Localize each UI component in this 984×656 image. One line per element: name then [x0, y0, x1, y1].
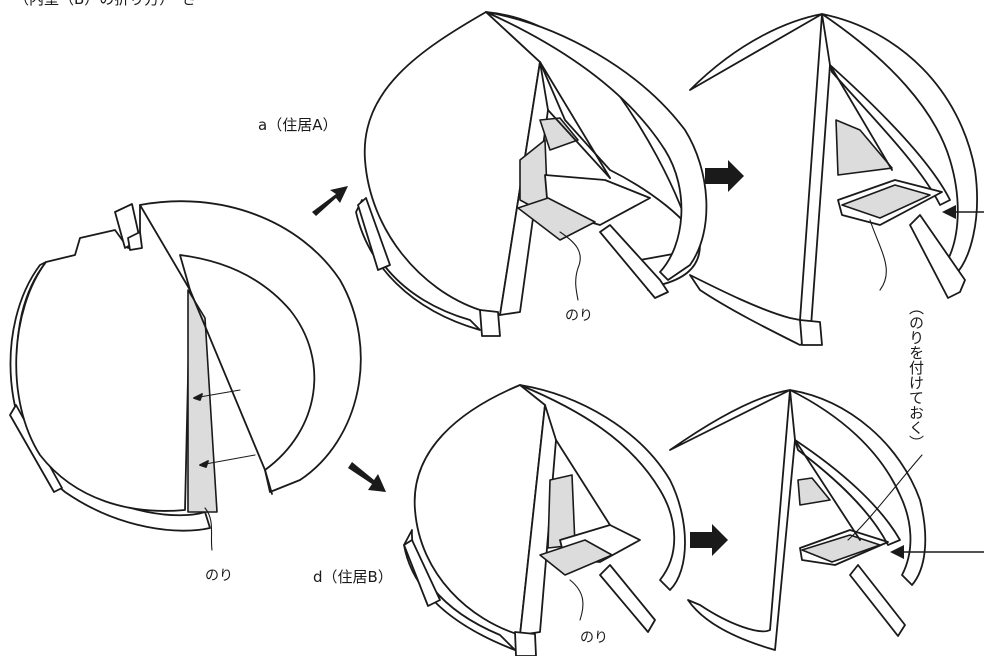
pointer-arrow-bottom-icon	[890, 545, 904, 559]
glue-flap-a2	[841, 184, 931, 219]
glue-label-flat: のり	[205, 568, 233, 584]
dwelling-a-step1	[355, 11, 708, 337]
arrow-a-step-icon	[705, 160, 744, 192]
dwelling-b-step2	[669, 389, 927, 651]
arrow-to-d-icon	[348, 462, 386, 492]
glue-strip-flat	[187, 289, 218, 513]
label-dwelling-a: a（住居A）	[258, 116, 337, 134]
glue-note-vertical: （のりを付けておく）	[907, 300, 925, 450]
header-caption: （内壁（B）の折り方）・さ	[14, 0, 197, 8]
glue-flap-a1	[517, 197, 596, 241]
pointer-arrow-top-icon	[942, 205, 956, 219]
arrow-b-step-icon	[690, 524, 728, 556]
glue-flap-b2	[801, 534, 881, 563]
glue-flap-b1	[539, 539, 613, 576]
flat-disc-piece	[9, 200, 362, 551]
label-dwelling-b: d（住居B）	[313, 568, 393, 586]
arrow-to-a-icon	[312, 186, 348, 216]
glue-label-b1: のり	[580, 630, 608, 646]
dwelling-b-step1	[403, 384, 686, 656]
glue-label-a1: のり	[565, 308, 593, 324]
dwelling-a-step2	[689, 13, 978, 346]
